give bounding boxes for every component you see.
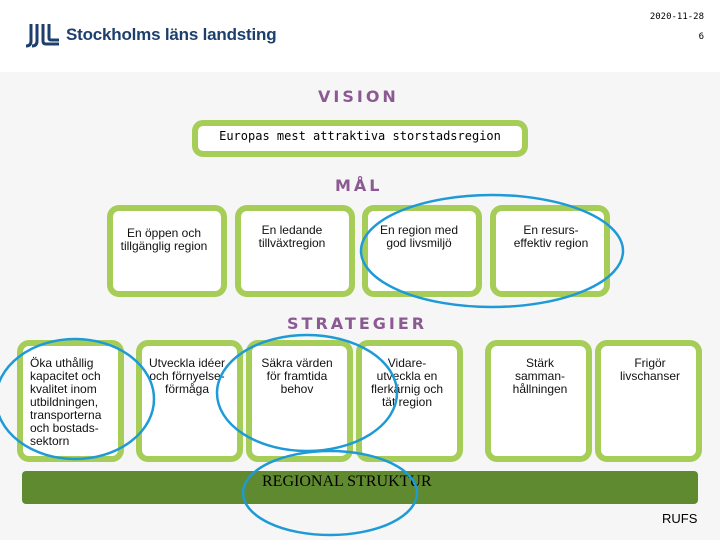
strategy-label: Öka uthållig kapacitet och kvalitet inom… xyxy=(30,356,102,448)
slide-date: 2020-11-28 xyxy=(649,12,704,22)
strategy-label: Vidare- utveckla en flerkärnig och tät r… xyxy=(370,356,444,409)
goal-label: En ledande tillväxtregion xyxy=(258,223,326,250)
highlight-oval xyxy=(0,337,156,461)
footer-label: RUFS xyxy=(662,511,698,526)
strategy-box xyxy=(17,340,124,462)
goal-label: En öppen och tillgänglig region xyxy=(120,226,208,253)
slide-header xyxy=(0,0,720,72)
goal-box xyxy=(235,205,355,297)
strategy-label: Stärk samman- hållningen xyxy=(512,356,568,396)
regional-structure-bar xyxy=(22,471,698,504)
highlight-oval xyxy=(215,333,399,453)
strategy-box xyxy=(246,340,353,462)
strategy-label: Säkra värden för framtida behov xyxy=(261,356,333,396)
strategy-label: Utveckla idéer och förnyelse- förmåga xyxy=(148,356,226,396)
sll-logo-icon xyxy=(26,24,59,48)
regional-structure-label: REGIONAL STRUKTUR xyxy=(262,473,432,490)
highlight-oval xyxy=(359,193,625,309)
strategy-label: Frigör livschanser xyxy=(619,356,681,383)
strategy-box xyxy=(595,340,702,462)
vision-statement: Europas mest attraktiva storstadsregion xyxy=(219,129,501,143)
org-name: Stockholms läns landsting xyxy=(66,25,277,44)
strategy-box xyxy=(356,340,463,462)
vision-box xyxy=(192,120,528,157)
goal-box xyxy=(107,205,227,297)
goals-heading: MÅL xyxy=(335,176,383,195)
strategy-box xyxy=(485,340,592,462)
goal-label: En region med god livsmiljö xyxy=(379,223,459,250)
page-number: 6 xyxy=(698,32,704,42)
logo: Stockholms läns landsting xyxy=(26,22,277,48)
goal-label: En resurs- effektiv region xyxy=(513,223,589,250)
strategies-heading: STRATEGIER xyxy=(287,314,428,333)
vision-heading: VISION xyxy=(318,87,399,106)
highlight-oval xyxy=(241,449,419,537)
goal-box xyxy=(490,205,610,297)
